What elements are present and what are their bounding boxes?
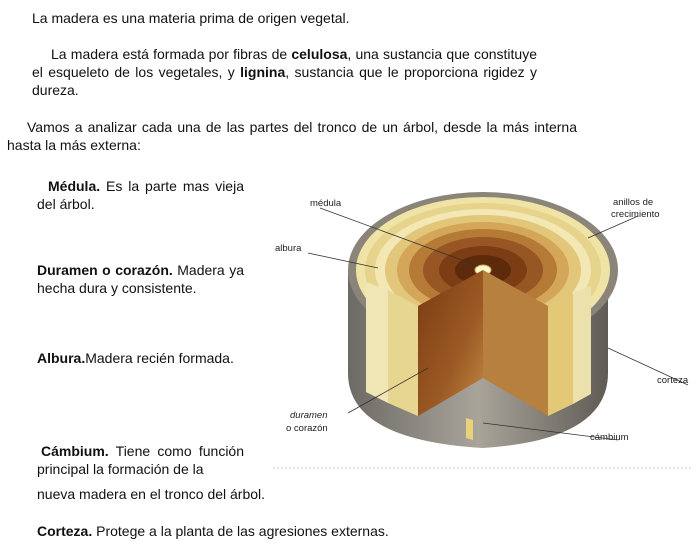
term-medula: Médula. — [48, 178, 101, 194]
desc-corteza: Protege a la planta de las agresiones ex… — [92, 523, 389, 539]
term-lignina: lignina — [240, 64, 286, 80]
label-duramen-1: duramen — [290, 410, 328, 421]
wedge-left-face — [418, 270, 483, 416]
term-corteza: Corteza. — [37, 523, 93, 539]
composition-text-1: La madera está formada por fibras de — [51, 46, 292, 62]
term-duramen: Duramen o corazón. — [37, 262, 173, 278]
desc-medula: Es la parte mas vieja del árbol. — [37, 178, 244, 212]
part-cambium-line2: nueva madera en el tronco del árbol. — [37, 486, 266, 502]
part-duramen: Duramen o corazón. Madera ya hecha dura … — [37, 261, 244, 297]
analysis-paragraph: Vamos a analizar cada una de las partes … — [7, 119, 577, 153]
part-corteza: Corteza. Protege a la planta de las agre… — [37, 522, 637, 540]
term-albura: Albura. — [37, 350, 86, 366]
wedge-outer-left — [366, 282, 388, 403]
leader-lines — [307, 207, 689, 441]
part-medula: Médula. Es la parte mas vieja del árbol. — [37, 177, 244, 213]
composition-paragraph: La madera está formada por fibras de cel… — [32, 45, 537, 99]
label-anillos-2: crecimiento — [611, 209, 660, 220]
label-albura: albura — [275, 243, 302, 254]
desc-duramen: Madera ya hecha dura y consistente. — [37, 262, 244, 296]
label-cambium: cámbium — [590, 432, 629, 443]
composition-text-2: , una sustancia que constituye el esquel… — [32, 46, 538, 80]
label-corteza: corteza — [657, 375, 689, 386]
wedge-sapwood-right — [548, 293, 573, 416]
label-duramen-2: o corazón — [286, 423, 328, 434]
part-albura: Albura.Madera recién formada. — [37, 349, 244, 367]
term-cambium: Cámbium. — [41, 443, 109, 459]
cambium-strip — [466, 418, 473, 440]
wedge-outer-right — [573, 286, 591, 404]
term-celulosa: celulosa — [291, 46, 348, 62]
intro-line: La madera es una materia prima de origen… — [32, 10, 350, 26]
composition-text-3: , sustancia que le proporciona rigidez y… — [32, 64, 537, 98]
part-cambium: Cámbium. Tiene como función principal la… — [37, 442, 244, 478]
wedge-sapwood-left — [388, 290, 418, 416]
label-medula: médula — [310, 198, 342, 209]
desc-albura: Madera recién formada. — [85, 350, 234, 366]
desc-cambium: Tiene como función principal la formació… — [37, 443, 244, 477]
label-anillos-1: anillos de — [613, 197, 653, 208]
wedge-right-face — [483, 270, 548, 416]
trunk-cross-section-diagram: médula anillos de crecimiento albura cor… — [273, 192, 693, 469]
